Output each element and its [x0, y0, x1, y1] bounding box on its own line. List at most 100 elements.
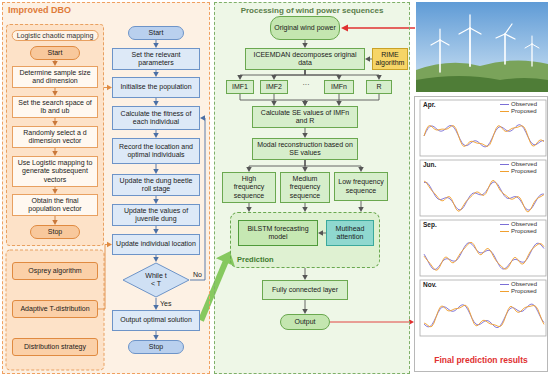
- legend-item: Proposed: [500, 168, 537, 175]
- legend-text: Observed: [511, 101, 537, 107]
- month-label: Nov.: [423, 281, 437, 289]
- arrow-head: [365, 56, 370, 62]
- observed-curve: [424, 304, 544, 328]
- process-box: High frequency sequence: [222, 172, 276, 203]
- node-text: Update the dung beetle roll stage: [116, 177, 196, 194]
- node-text: Calculate SE values of IMFn and R: [256, 109, 354, 126]
- group-region: PredictionBiLSTM forecasting modelMutihe…: [230, 212, 380, 268]
- legend-swatch: [500, 111, 509, 112]
- connector: [153, 226, 159, 234]
- connector: [52, 88, 58, 96]
- connector: [153, 40, 159, 48]
- connector: [305, 70, 382, 80]
- node-text: IMF2: [266, 83, 282, 91]
- wind-turbine-photo: [416, 2, 548, 92]
- connector: [52, 187, 58, 194]
- diamond-shape: [123, 263, 189, 297]
- connector: [153, 130, 159, 138]
- process-box: Set the relevant parameters: [112, 48, 200, 70]
- node-text: Use Logistic mapping to generate subsequ…: [16, 159, 94, 184]
- connector-line: [305, 268, 306, 276]
- node-text: BiLSTM forecasting model: [242, 225, 314, 242]
- process-box: Record the location and optimal individu…: [112, 138, 200, 164]
- process-box: Modal reconstruction based on SE values: [252, 138, 358, 160]
- panel-heading: Logistic chaotic mapping: [12, 30, 99, 41]
- node-text: RIME algorithm: [375, 51, 405, 68]
- proposed-curve: [424, 126, 544, 147]
- connector: [240, 94, 308, 106]
- process-box: Output optimal solution: [112, 310, 200, 331]
- node-text: Stop: [48, 228, 62, 236]
- terminal-pill: Stop: [30, 225, 80, 239]
- hill: [416, 60, 548, 92]
- sky: [416, 2, 548, 92]
- node-text: Stop: [149, 343, 163, 351]
- edge-label: No: [192, 271, 203, 279]
- turbines: [431, 15, 539, 72]
- results-panel: Final prediction results: [414, 96, 548, 372]
- connector-line: [361, 201, 362, 208]
- arrow-head: [200, 115, 205, 121]
- node-text: Output: [294, 318, 315, 326]
- node-text: Adaptive T-distribution: [20, 305, 89, 313]
- connector: [153, 331, 159, 340]
- legend-text: Proposed: [511, 168, 537, 174]
- connector: [318, 230, 326, 236]
- legend-text: Proposed: [511, 228, 537, 234]
- process-box: Medium frequency sequence: [280, 172, 330, 203]
- terminal-pill: Start: [128, 26, 184, 40]
- connector: [246, 203, 252, 212]
- connector: [153, 98, 159, 106]
- legend-text: Proposed: [511, 108, 537, 114]
- legend-item: Proposed: [500, 108, 537, 115]
- panel: Processing of wind power sequencesOrigin…: [214, 2, 410, 374]
- process-box: ICEEMDAN decomposes original data: [245, 48, 365, 70]
- connector-line: [98, 245, 108, 310]
- legend-swatch: [500, 104, 509, 105]
- arrow-head: [153, 257, 159, 262]
- connector: [302, 300, 308, 314]
- legend-swatch: [500, 284, 509, 285]
- node-text: Distribution strategy: [24, 343, 86, 351]
- panel-heading: Processing of wind power sequences: [215, 6, 409, 15]
- node-text: While t < T: [145, 272, 167, 289]
- legend-item: Proposed: [500, 288, 537, 295]
- legend-swatch: [500, 171, 509, 172]
- connector-line: [240, 94, 305, 102]
- chart-frames: [420, 100, 546, 336]
- model-box: BiLSTM forecasting model: [238, 220, 318, 246]
- terminal-pill: Original wind power: [270, 16, 340, 40]
- connector: [246, 160, 305, 172]
- legend-item: Observed: [500, 221, 537, 228]
- process-box: Obtain the final population vector: [12, 194, 98, 216]
- connector: [302, 203, 308, 212]
- connector: [153, 298, 159, 310]
- process-box: IMFn: [324, 80, 354, 94]
- legend-swatch: [500, 164, 509, 165]
- node-text: Low frequency sequence: [338, 178, 384, 195]
- node-text: IMF1: [232, 83, 248, 91]
- terminal-pill: Stop: [128, 340, 184, 354]
- connector: [153, 196, 159, 204]
- panel-heading: Final prediction results: [415, 355, 547, 365]
- terminal-pill: Start: [30, 46, 80, 60]
- strategy-box: Adaptive T-distribution: [12, 300, 98, 318]
- node-text: Fully connected layer: [272, 286, 338, 294]
- panel-heading: Improved DBO: [8, 5, 71, 15]
- process-box: Fully connected layer: [262, 280, 348, 300]
- legend-item: Observed: [500, 161, 537, 168]
- legend-swatch: [500, 224, 509, 225]
- connector: [302, 128, 308, 138]
- panel-heading: Prediction: [237, 255, 274, 264]
- node-text: Output optimal solution: [120, 316, 192, 324]
- connector: [153, 164, 159, 174]
- connector: [271, 70, 305, 80]
- decision-diamond: While t < T: [122, 262, 190, 298]
- process-box: Randomly select a d dimension vector: [12, 126, 98, 148]
- process-box: Low frequency sequence: [334, 172, 388, 201]
- connector: [358, 201, 364, 212]
- connector-line: [274, 70, 305, 76]
- node-text: Update individual location: [116, 240, 196, 248]
- connector: [52, 118, 58, 126]
- connector: [237, 70, 305, 80]
